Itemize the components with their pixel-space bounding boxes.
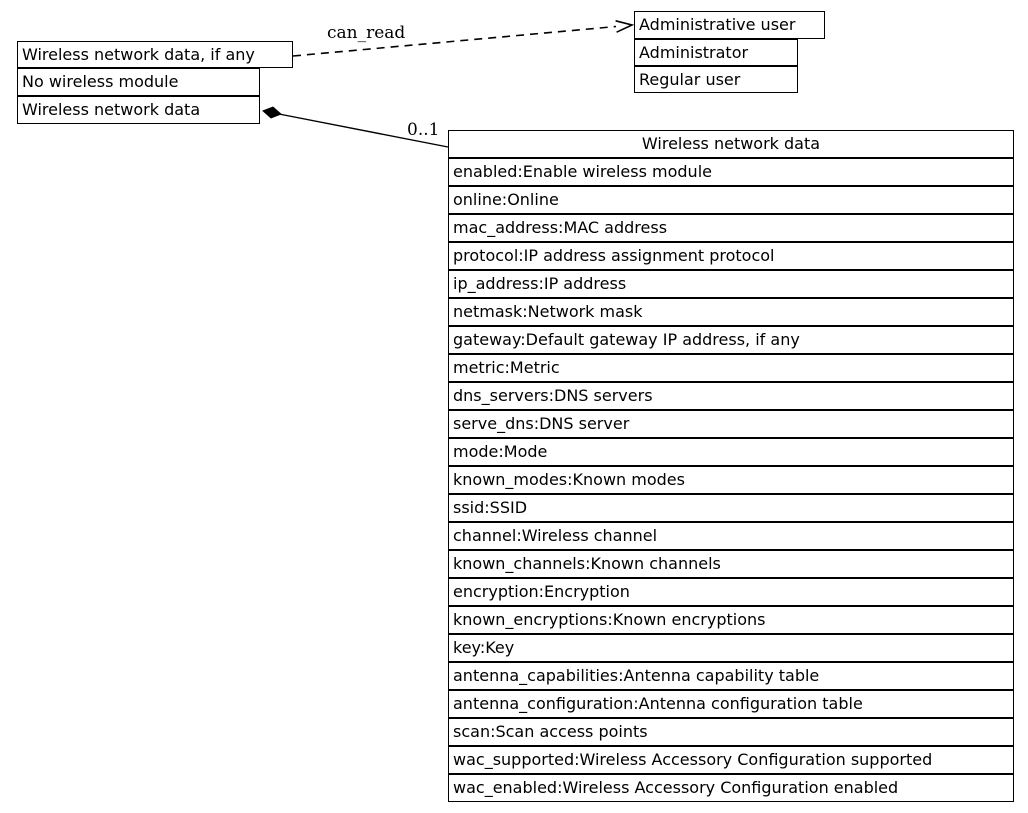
users-row-administrator: Administrator xyxy=(634,39,798,66)
attribute-row: channel:Wireless channel xyxy=(448,522,1014,550)
attribute-row: serve_dns:DNS server xyxy=(448,410,1014,438)
attribute-row: antenna_configuration:Antenna configurat… xyxy=(448,690,1014,718)
attribute-row: key:Key xyxy=(448,634,1014,662)
attribute-row: online:Online xyxy=(448,186,1014,214)
attribute-row: gateway:Default gateway IP address, if a… xyxy=(448,326,1014,354)
attribute-row: wac_enabled:Wireless Accessory Configura… xyxy=(448,774,1014,802)
attribute-row: mode:Mode xyxy=(448,438,1014,466)
attribute-row: known_channels:Known channels xyxy=(448,550,1014,578)
attribute-row: protocol:IP address assignment protocol xyxy=(448,242,1014,270)
association-row-title: Wireless network data, if any xyxy=(17,41,293,68)
attribute-row: netmask:Network mask xyxy=(448,298,1014,326)
users-row-regular-user: Regular user xyxy=(634,66,798,93)
users-row-title: Administrative user xyxy=(634,11,825,39)
users-node: Administrative user Administrator Regula… xyxy=(634,11,825,93)
open-arrowhead-icon xyxy=(615,20,635,33)
attribute-row: known_encryptions:Known encryptions xyxy=(448,606,1014,634)
attribute-row: antenna_capabilities:Antenna capability … xyxy=(448,662,1014,690)
multiplicity-label: 0..1 xyxy=(407,120,440,140)
composition-edge xyxy=(278,113,449,148)
attribute-row: dns_servers:DNS servers xyxy=(448,382,1014,410)
attribute-row: wac_supported:Wireless Accessory Configu… xyxy=(448,746,1014,774)
can-read-edge-label: can_read xyxy=(327,23,406,43)
attribute-row: known_modes:Known modes xyxy=(448,466,1014,494)
attribute-row: enabled:Enable wireless module xyxy=(448,158,1014,186)
attribute-row: scan:Scan access points xyxy=(448,718,1014,746)
association-node: Wireless network data, if any No wireles… xyxy=(17,41,293,124)
attribute-row: ssid:SSID xyxy=(448,494,1014,522)
attribute-row: metric:Metric xyxy=(448,354,1014,382)
class-title: Wireless network data xyxy=(448,130,1014,158)
composition-diamond-icon xyxy=(262,106,282,119)
attribute-row: encryption:Encryption xyxy=(448,578,1014,606)
wireless-class-node: Wireless network data enabled:Enable wir… xyxy=(448,130,1014,802)
association-row-no-module: No wireless module xyxy=(17,68,260,96)
can-read-edge xyxy=(292,25,617,57)
attribute-row: mac_address:MAC address xyxy=(448,214,1014,242)
attribute-row: ip_address:IP address xyxy=(448,270,1014,298)
association-row-data: Wireless network data xyxy=(17,96,260,124)
